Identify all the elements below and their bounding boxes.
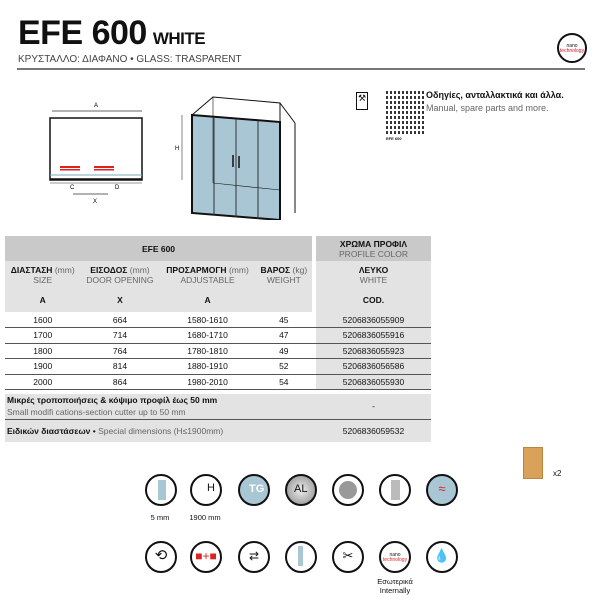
handle-icon (379, 474, 411, 506)
svg-text:D: D (115, 185, 120, 191)
height-label: 1900 mm (189, 513, 221, 522)
reversible-icon: ⟲ (145, 541, 177, 573)
tempered-glass-icon: TG (238, 474, 270, 506)
dimension-diagram: A C D X H (49, 96, 296, 220)
wrench-icon: ⚒ (356, 92, 368, 110)
anti-break-icon: ≈ (426, 474, 458, 506)
table-cell: 5206836055923 (316, 343, 431, 359)
table-cell: 2000 (5, 374, 81, 390)
table-cell: 764 (80, 343, 160, 359)
table-cell: 1600 (5, 312, 81, 328)
svg-text:C: C (70, 185, 75, 191)
table-cell: 52 (255, 358, 312, 375)
table-cell: 5206836055930 (316, 374, 431, 390)
door-count: x2 (553, 469, 562, 478)
color-name: WHITE (152, 29, 206, 48)
table-cell: 1800 (5, 343, 81, 359)
cutting-icon: ✂ (332, 541, 364, 573)
height-icon: H (190, 474, 222, 506)
svg-text:H: H (175, 146, 179, 152)
divider (17, 68, 585, 70)
table-cell: 54 (255, 374, 312, 390)
table-model-header: EFE 600 (5, 236, 312, 261)
model-name: EFE 600 (18, 14, 147, 52)
qr-text: Οδηγίες, ανταλλακτικά και άλλα.Manual, s… (426, 90, 564, 113)
door-icon (523, 447, 543, 479)
aluminium-icon: AL (285, 474, 317, 506)
qr-code[interactable] (386, 90, 424, 134)
table-cell: 1980-2010 (159, 374, 256, 390)
table-cell: 714 (80, 327, 160, 344)
connector-icon: ■+■ (190, 541, 222, 573)
table-cell: 1780-1810 (159, 343, 256, 359)
table-cell: 1580-1610 (159, 312, 256, 328)
table-cell: 864 (80, 374, 160, 390)
sliding-icon: ⇄ (238, 541, 270, 573)
qr-caption: EFE 600 (386, 136, 402, 141)
table-cell: 664 (80, 312, 160, 328)
table-cell: 5206836055909 (316, 312, 431, 328)
table-cell: 1680-1710 (159, 327, 256, 344)
table-cell: 5206836056586 (316, 358, 431, 375)
thickness-label: 5 mm (150, 513, 170, 522)
table-cell: 49 (255, 343, 312, 359)
table-cell: 47 (255, 327, 312, 344)
seal-icon (285, 541, 317, 573)
product-title: EFE 600 WHITE (18, 14, 206, 53)
cleaning-icon: 💧 (426, 541, 458, 573)
roller-icon (332, 474, 364, 506)
table-cell: 45 (255, 312, 312, 328)
table-cell: 1880-1910 (159, 358, 256, 375)
svg-text:A: A (94, 103, 98, 109)
glass-thickness-icon (145, 474, 177, 506)
table-cell: 5206836055916 (316, 327, 431, 344)
table-cell: 1700 (5, 327, 81, 344)
glass-subtitle: ΚΡΥΣΤΑΛΛΟ: ΔΙΑΦΑΝΟ • GLASS: TRASPARENT (18, 54, 242, 65)
table-cell: 814 (80, 358, 160, 375)
table-cell: 1900 (5, 358, 81, 375)
svg-text:X: X (93, 199, 97, 205)
